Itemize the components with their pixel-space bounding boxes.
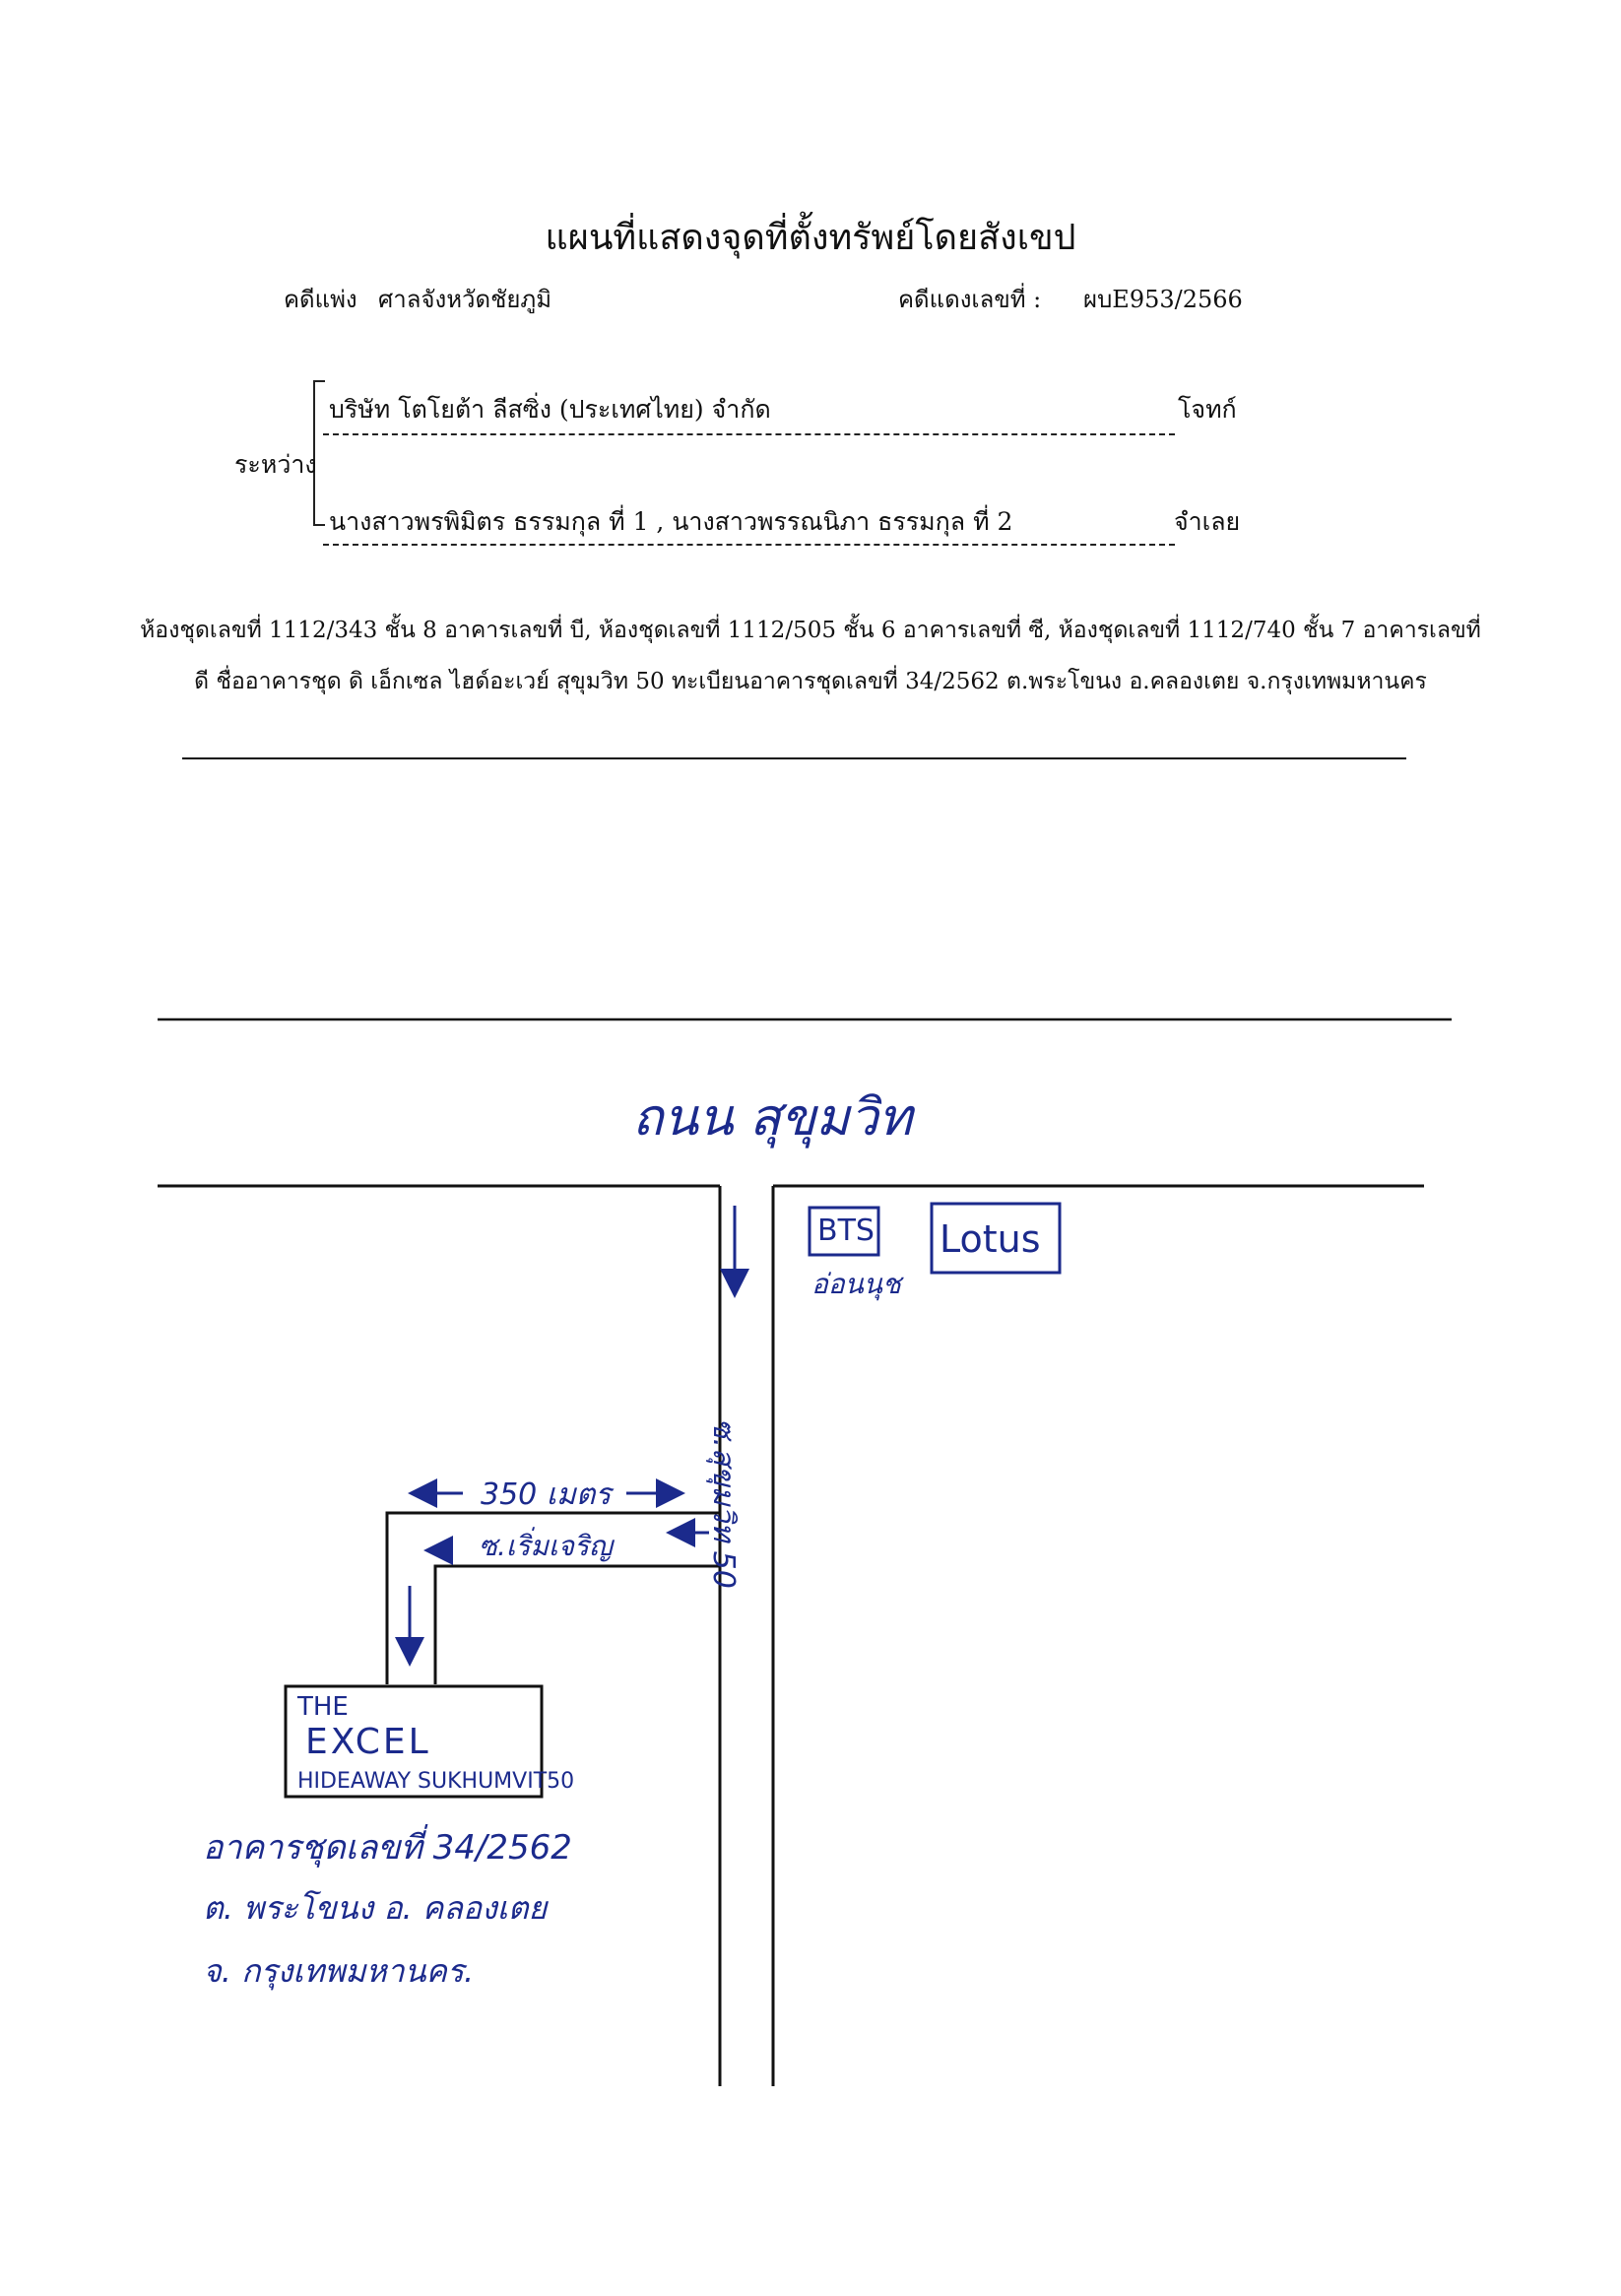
bts-box xyxy=(808,1206,880,1257)
branch-soi-label: ซ.เริ่มเจริญ xyxy=(479,1530,613,1562)
lotus-label: Lotus xyxy=(940,1217,1041,1261)
defendant-dashed-line xyxy=(323,544,1175,546)
address-line-2: ต. พระโขนง อ. คลองเตย xyxy=(203,1889,548,1927)
address-line-1: อาคารชุดเลขที่ 34/2562 xyxy=(203,1828,572,1868)
property-line-2: ดี ชื่ออาคารชุด ดิ เอ็กเซล ไฮด์อะเวย์ สุ… xyxy=(194,669,1427,694)
soi50-label: ซ.สุขุมวิท 50 xyxy=(706,1418,741,1589)
branch-soi-top-edge xyxy=(385,1511,720,1684)
building-box xyxy=(284,1684,544,1799)
address-line-3: จ. กรุงเทพมหานคร. xyxy=(203,1952,475,1990)
court-name: ศาลจังหวัดชัยภูมิ xyxy=(378,286,552,313)
red-case-label: คดีแดงเลขที่ : xyxy=(898,286,1042,313)
building-name-line-1: THE xyxy=(297,1692,349,1722)
branch-soi-bottom-edge xyxy=(433,1564,720,1684)
main-road-label: ถนน สุขุมวิท xyxy=(632,1088,913,1148)
page-title: แผนที่แสดงจุดที่ตั้งทรัพย์โดยสังเขป xyxy=(545,218,1076,258)
red-case-number: ผบE953/2566 xyxy=(1083,286,1243,313)
case-type: คดีแพ่ง xyxy=(284,286,357,313)
between-label: ระหว่าง xyxy=(234,450,317,479)
building-name-line-2: EXCEL xyxy=(305,1722,431,1762)
lotus-box xyxy=(930,1202,1062,1275)
building-name-line-3: HIDEAWAY SUKHUMVIT50 xyxy=(297,1769,575,1794)
parties-bracket xyxy=(313,380,325,526)
plaintiff-name: บริษัท โตโยต้า ลีสซิ่ง (ประเทศไทย) จำกัด xyxy=(329,395,771,424)
property-line-1: ห้องชุดเลขที่ 1112/343 ชั้น 8 อาคารเลขที… xyxy=(140,618,1481,643)
distance-label: 350 เมตร xyxy=(481,1477,612,1512)
bts-station-label: อ่อนนุช xyxy=(811,1268,901,1300)
plaintiff-dashed-line xyxy=(323,433,1175,435)
defendant-name: นางสาวพรพิมิตร ธรรมกุล ที่ 1 , นางสาวพรร… xyxy=(329,507,1013,536)
defendant-role: จำเลย xyxy=(1174,507,1241,536)
plaintiff-role: โจทก์ xyxy=(1178,395,1237,424)
bts-label: BTS xyxy=(817,1214,875,1248)
